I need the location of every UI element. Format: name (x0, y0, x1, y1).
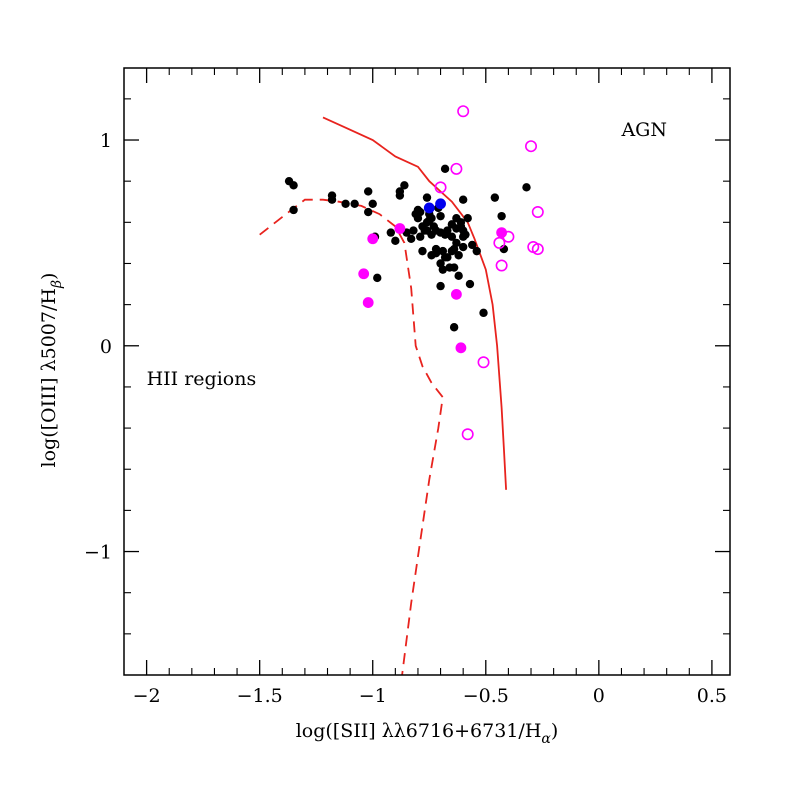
y-tick-label: −1 (84, 542, 112, 564)
filled-circle-point (416, 207, 425, 217)
open-circle-point (531, 243, 544, 256)
filled-circle-point (422, 193, 432, 202)
y-axis-title: log([OIII] λ5007/Hβ) (38, 273, 65, 468)
annotation-label: AGN (620, 119, 667, 141)
filled-circle-point (449, 263, 459, 272)
axis-tick-labels: −2 −1.5 −1 −0.5 0 0.5 −1 0 1 (84, 130, 727, 707)
filled-circle-point (327, 195, 337, 204)
filled-circle-point (461, 230, 470, 239)
open-circle-point (495, 259, 508, 272)
filled-circle-point (454, 251, 463, 260)
open-circle-point (434, 181, 447, 194)
filled-circle-point (463, 214, 472, 223)
open-circle-point (461, 428, 474, 441)
filled-circle-point (427, 214, 436, 223)
filled-circle-point (496, 227, 508, 239)
filled-circle-point (455, 342, 467, 354)
annotation-label: HII regions (147, 368, 257, 390)
filled-circle-point (416, 232, 425, 241)
filled-circle-point (465, 279, 475, 289)
axis-ticks (124, 68, 730, 675)
filled-circle-point (452, 238, 461, 248)
filled-circle-point (368, 199, 377, 209)
x-tick-label: 0.5 (697, 685, 727, 707)
filled-circle-point (440, 164, 450, 174)
filled-circle-point (358, 268, 370, 280)
filled-circle-point (362, 297, 374, 308)
solid-demarcation-curve (322, 116, 507, 490)
filled-circle-point (479, 308, 488, 318)
open-circle-point (457, 105, 470, 118)
filled-circle-point (490, 193, 500, 202)
x-tick-label: −1.5 (237, 685, 283, 707)
filled-circle-point (386, 228, 396, 237)
filled-circle-point (522, 183, 531, 192)
x-tick-label: 0 (593, 685, 605, 707)
filled-circle-point (438, 265, 448, 274)
filled-circle-point (289, 205, 298, 215)
open-circle-point (525, 140, 538, 153)
filled-circle-point (443, 253, 452, 262)
filled-circle-point (449, 323, 459, 332)
filled-circle-point (458, 242, 468, 252)
filled-circle-point (289, 181, 298, 190)
filled-circle-point (431, 248, 441, 258)
filled-circle-point (373, 273, 382, 283)
filled-circle-point (447, 232, 457, 241)
filled-circle-point (395, 191, 405, 200)
filled-circle-point (468, 240, 477, 250)
annotations: AGN HII regions (147, 119, 667, 390)
filled-circle-point (435, 198, 446, 210)
y-tick-label: 1 (100, 130, 112, 152)
x-tick-label: −0.5 (463, 685, 509, 707)
filled-circle-point (418, 246, 427, 256)
filled-circle-point (497, 211, 506, 221)
plot-frame (123, 67, 731, 676)
filled-circle-point (400, 181, 409, 190)
filled-circle-point (409, 226, 418, 235)
filled-circle-point (436, 281, 445, 291)
open-circle-point (531, 206, 544, 219)
dashed-demarcation-curve (259, 198, 444, 676)
filled-circle-point (458, 195, 468, 204)
x-tick-label: −2 (133, 685, 161, 707)
open-circle-point (450, 162, 463, 175)
filled-circle-point (364, 207, 373, 217)
open-circle-point (477, 356, 490, 369)
filled-circle-point (364, 187, 373, 196)
filled-circle-point (367, 233, 379, 245)
x-axis-title: log([SII] λλ6716+6731/Hα) (296, 720, 559, 747)
filled-circle-point (341, 199, 350, 209)
x-tick-label: −1 (359, 685, 387, 707)
filled-circle-point (423, 202, 435, 214)
filled-circle-point (454, 271, 463, 281)
filled-circle-point (350, 199, 359, 209)
filled-circle-point (391, 236, 400, 246)
filled-circle-point (394, 223, 406, 234)
y-tick-label: 0 (100, 336, 112, 358)
open-circle-point (493, 236, 506, 249)
plot-area (259, 105, 544, 676)
filled-circle-point (436, 211, 445, 221)
filled-circle-point (406, 234, 416, 243)
filled-circle-point (450, 288, 462, 300)
filled-circle-point (443, 226, 452, 235)
filled-circle-point (472, 246, 481, 256)
open-circle-point (502, 230, 515, 243)
